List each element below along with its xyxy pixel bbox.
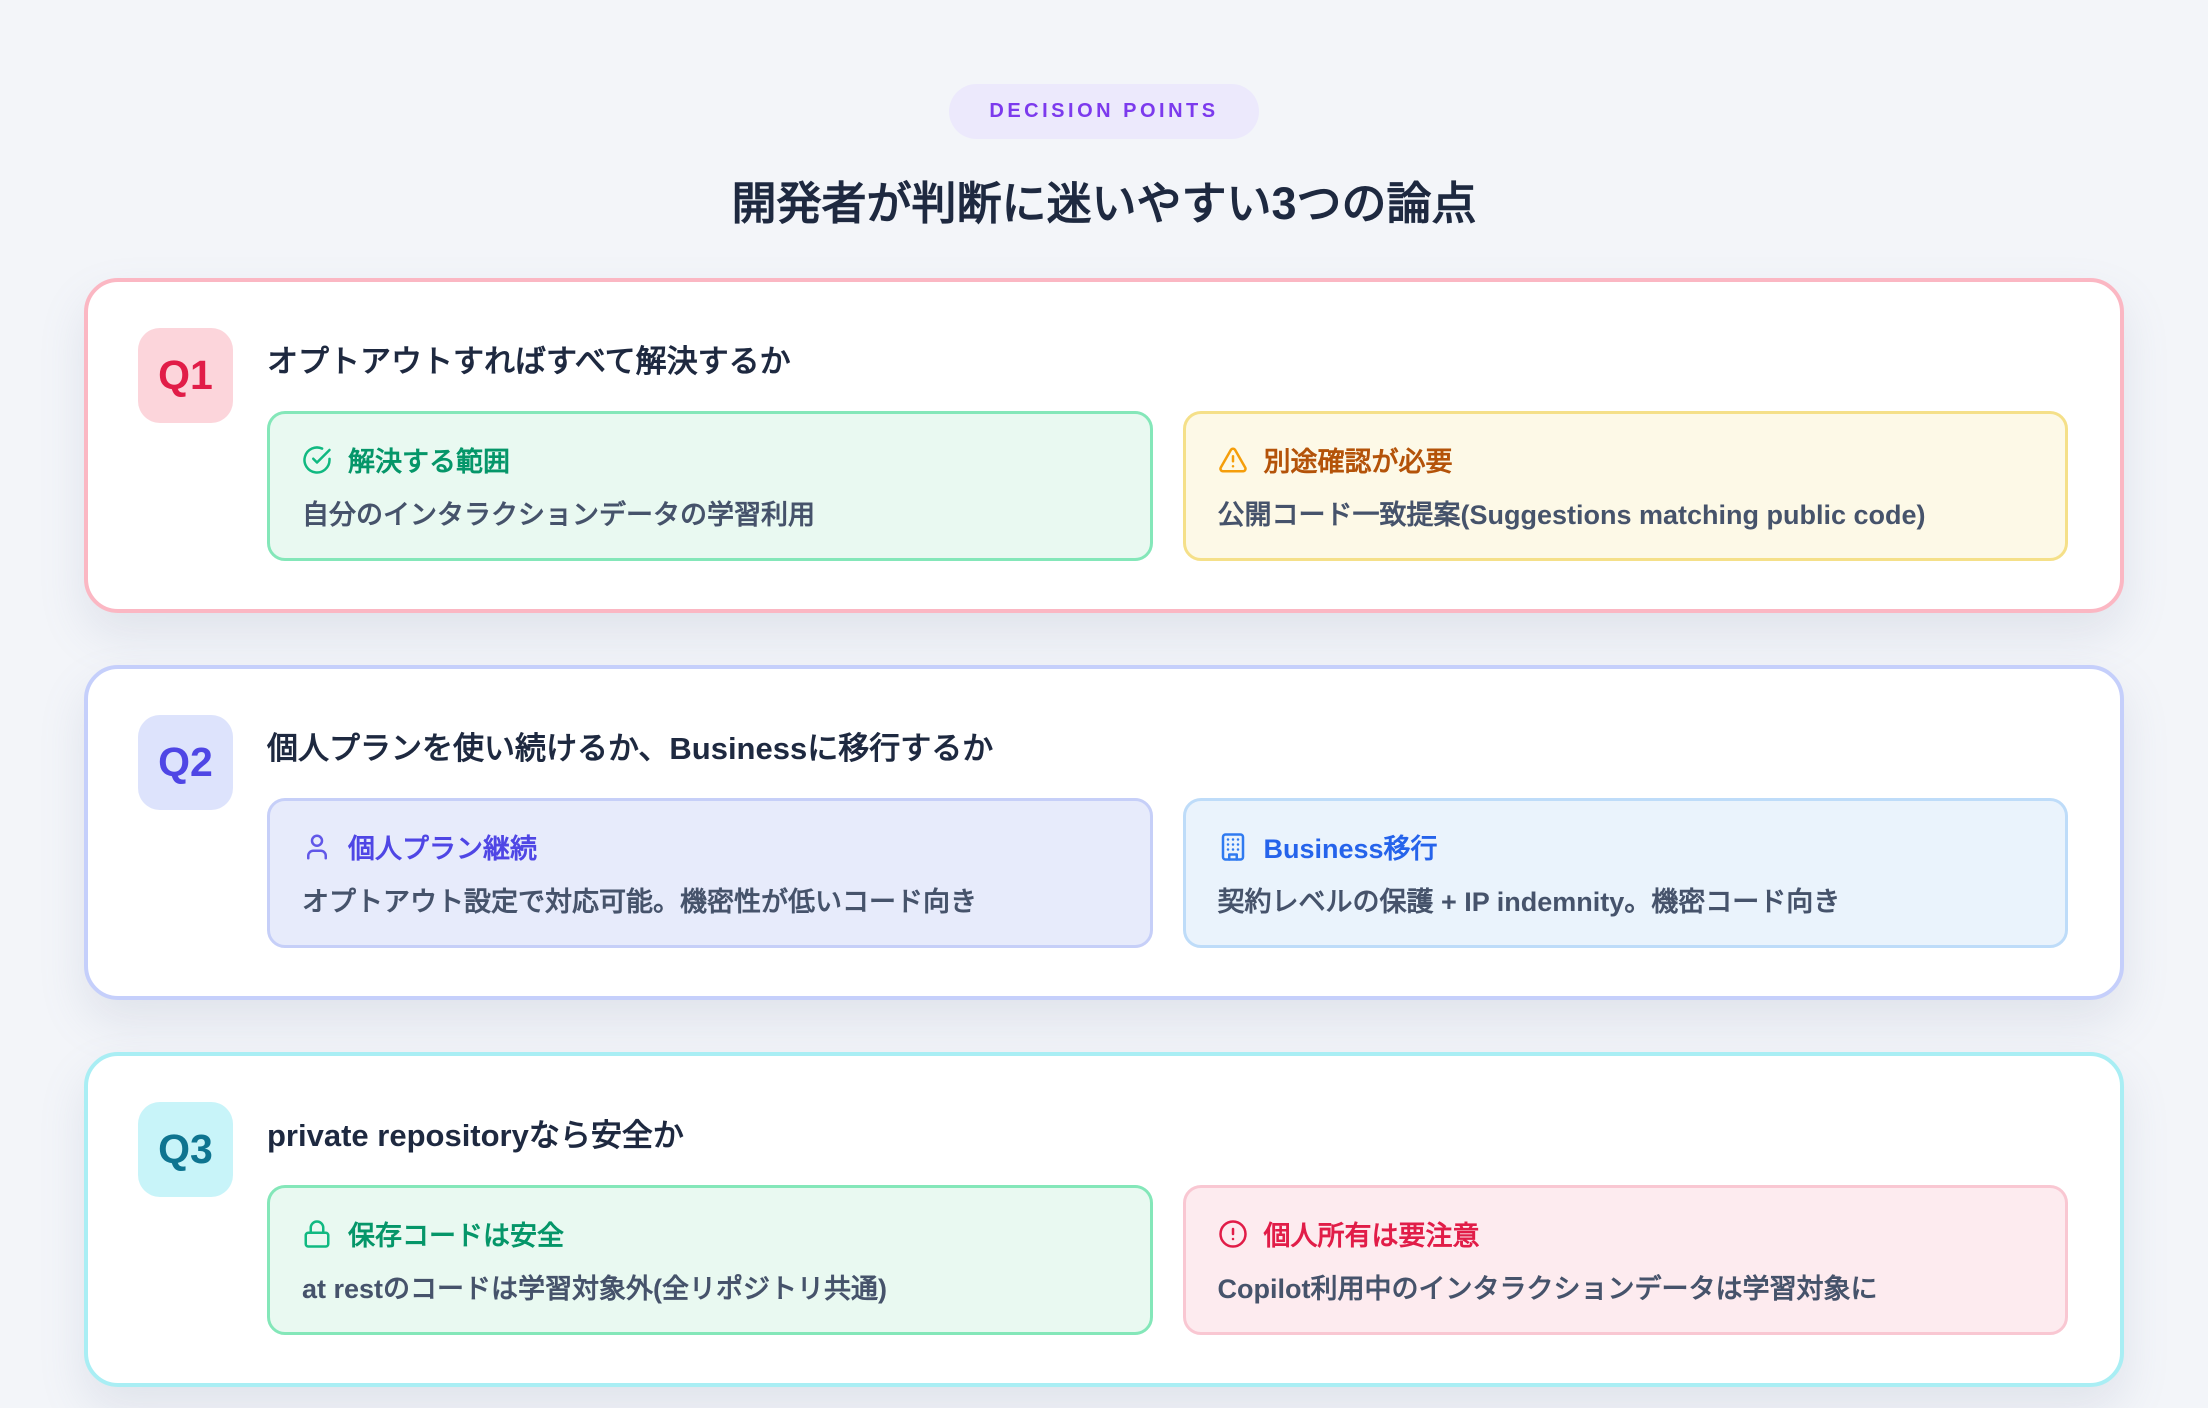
card-q1: Q1 オプトアウトすればすべて解決するか 解決する範囲 自分のインタラクションデ… (84, 278, 2124, 613)
q1-resolved-scope-card: 解決する範囲 自分のインタラクションデータの学習利用 (267, 411, 1153, 561)
subcard-body: at restのコードは学習対象外(全リポジトリ共通) (302, 1274, 888, 1304)
q1-resolved-scope-label-row: 解決する範囲 (302, 440, 1118, 479)
building-icon (1218, 832, 1248, 862)
q3-subcards: 保存コードは安全 at restのコードは学習対象外(全リポジトリ共通) 個人所… (267, 1185, 2068, 1335)
user-icon (302, 832, 332, 862)
q2-business-card: Business移行 契約レベルの保護 + IP indemnity。機密コード… (1182, 798, 2068, 948)
subcard-label: Business移行 (1263, 834, 1438, 864)
subcard-label: 個人所有は要注意 (1263, 1221, 1480, 1251)
question-cards: Q1 オプトアウトすればすべて解決するか 解決する範囲 自分のインタラクションデ… (84, 278, 2124, 1387)
q1-badge: Q1 (138, 328, 233, 423)
subcard-body: 契約レベルの保護 + IP indemnity。機密コード向き (1217, 887, 1841, 917)
q2-content: 個人プランを使い続けるか、Businessに移行するか 個人プラン継続 オプトア… (267, 715, 2068, 948)
q2-heading: 個人プランを使い続けるか、Businessに移行するか (267, 731, 994, 766)
q3-stored-code-card: 保存コードは安全 at restのコードは学習対象外(全リポジトリ共通) (267, 1185, 1153, 1335)
card-q3: Q3 private repositoryなら安全か 保存コードは安全 at r… (84, 1052, 2124, 1387)
q3-stored-code-label-row: 保存コードは安全 (302, 1214, 1118, 1253)
q1-subcards: 解決する範囲 自分のインタラクションデータの学習利用 別途確認が必要 公開コード… (267, 411, 2068, 561)
subcard-label: 解決する範囲 (348, 447, 510, 477)
q3-content: private repositoryなら安全か 保存コードは安全 at rest… (267, 1102, 2068, 1335)
q3-heading: private repositoryなら安全か (267, 1118, 684, 1153)
decision-points-badge: DECISION POINTS (949, 84, 1259, 139)
q1-needs-check-label-row: 別途確認が必要 (1218, 440, 2034, 479)
subcard-body: オプトアウト設定で対応可能。機密性が低いコード向き (302, 887, 977, 917)
check-circle-icon (302, 445, 332, 475)
q2-business-label-row: Business移行 (1218, 827, 2034, 866)
q3-badge: Q3 (138, 1102, 233, 1197)
card-q2: Q2 個人プランを使い続けるか、Businessに移行するか 個人プラン継続 オ… (84, 665, 2124, 1000)
subcard-body: Copilot利用中のインタラクションデータは学習対象に (1217, 1274, 1878, 1304)
subcard-body: 自分のインタラクションデータの学習利用 (302, 500, 815, 530)
alert-circle-icon (1218, 1219, 1248, 1249)
q2-badge: Q2 (138, 715, 233, 810)
page-title: 開発者が判断に迷いやすい3つの論点 (731, 178, 1477, 229)
q3-personal-caution-label-row: 個人所有は要注意 (1218, 1214, 2034, 1253)
subcard-body: 公開コード一致提案(Suggestions matching public co… (1217, 500, 1926, 530)
subcard-label: 保存コードは安全 (348, 1221, 564, 1251)
lock-icon (302, 1219, 332, 1249)
subcard-label: 個人プラン継続 (348, 834, 537, 864)
q2-individual-plan-label-row: 個人プラン継続 (302, 827, 1118, 866)
q2-subcards: 個人プラン継続 オプトアウト設定で対応可能。機密性が低いコード向き Busine… (267, 798, 2068, 948)
q3-personal-caution-card: 個人所有は要注意 Copilot利用中のインタラクションデータは学習対象に (1182, 1185, 2068, 1335)
subcard-label: 別途確認が必要 (1263, 447, 1453, 477)
q1-heading: オプトアウトすればすべて解決するか (267, 344, 791, 379)
q1-content: オプトアウトすればすべて解決するか 解決する範囲 自分のインタラクションデータの… (267, 328, 2068, 561)
q2-individual-plan-card: 個人プラン継続 オプトアウト設定で対応可能。機密性が低いコード向き (267, 798, 1153, 948)
q1-needs-check-card: 別途確認が必要 公開コード一致提案(Suggestions matching p… (1182, 411, 2068, 561)
alert-triangle-icon (1218, 445, 1248, 475)
